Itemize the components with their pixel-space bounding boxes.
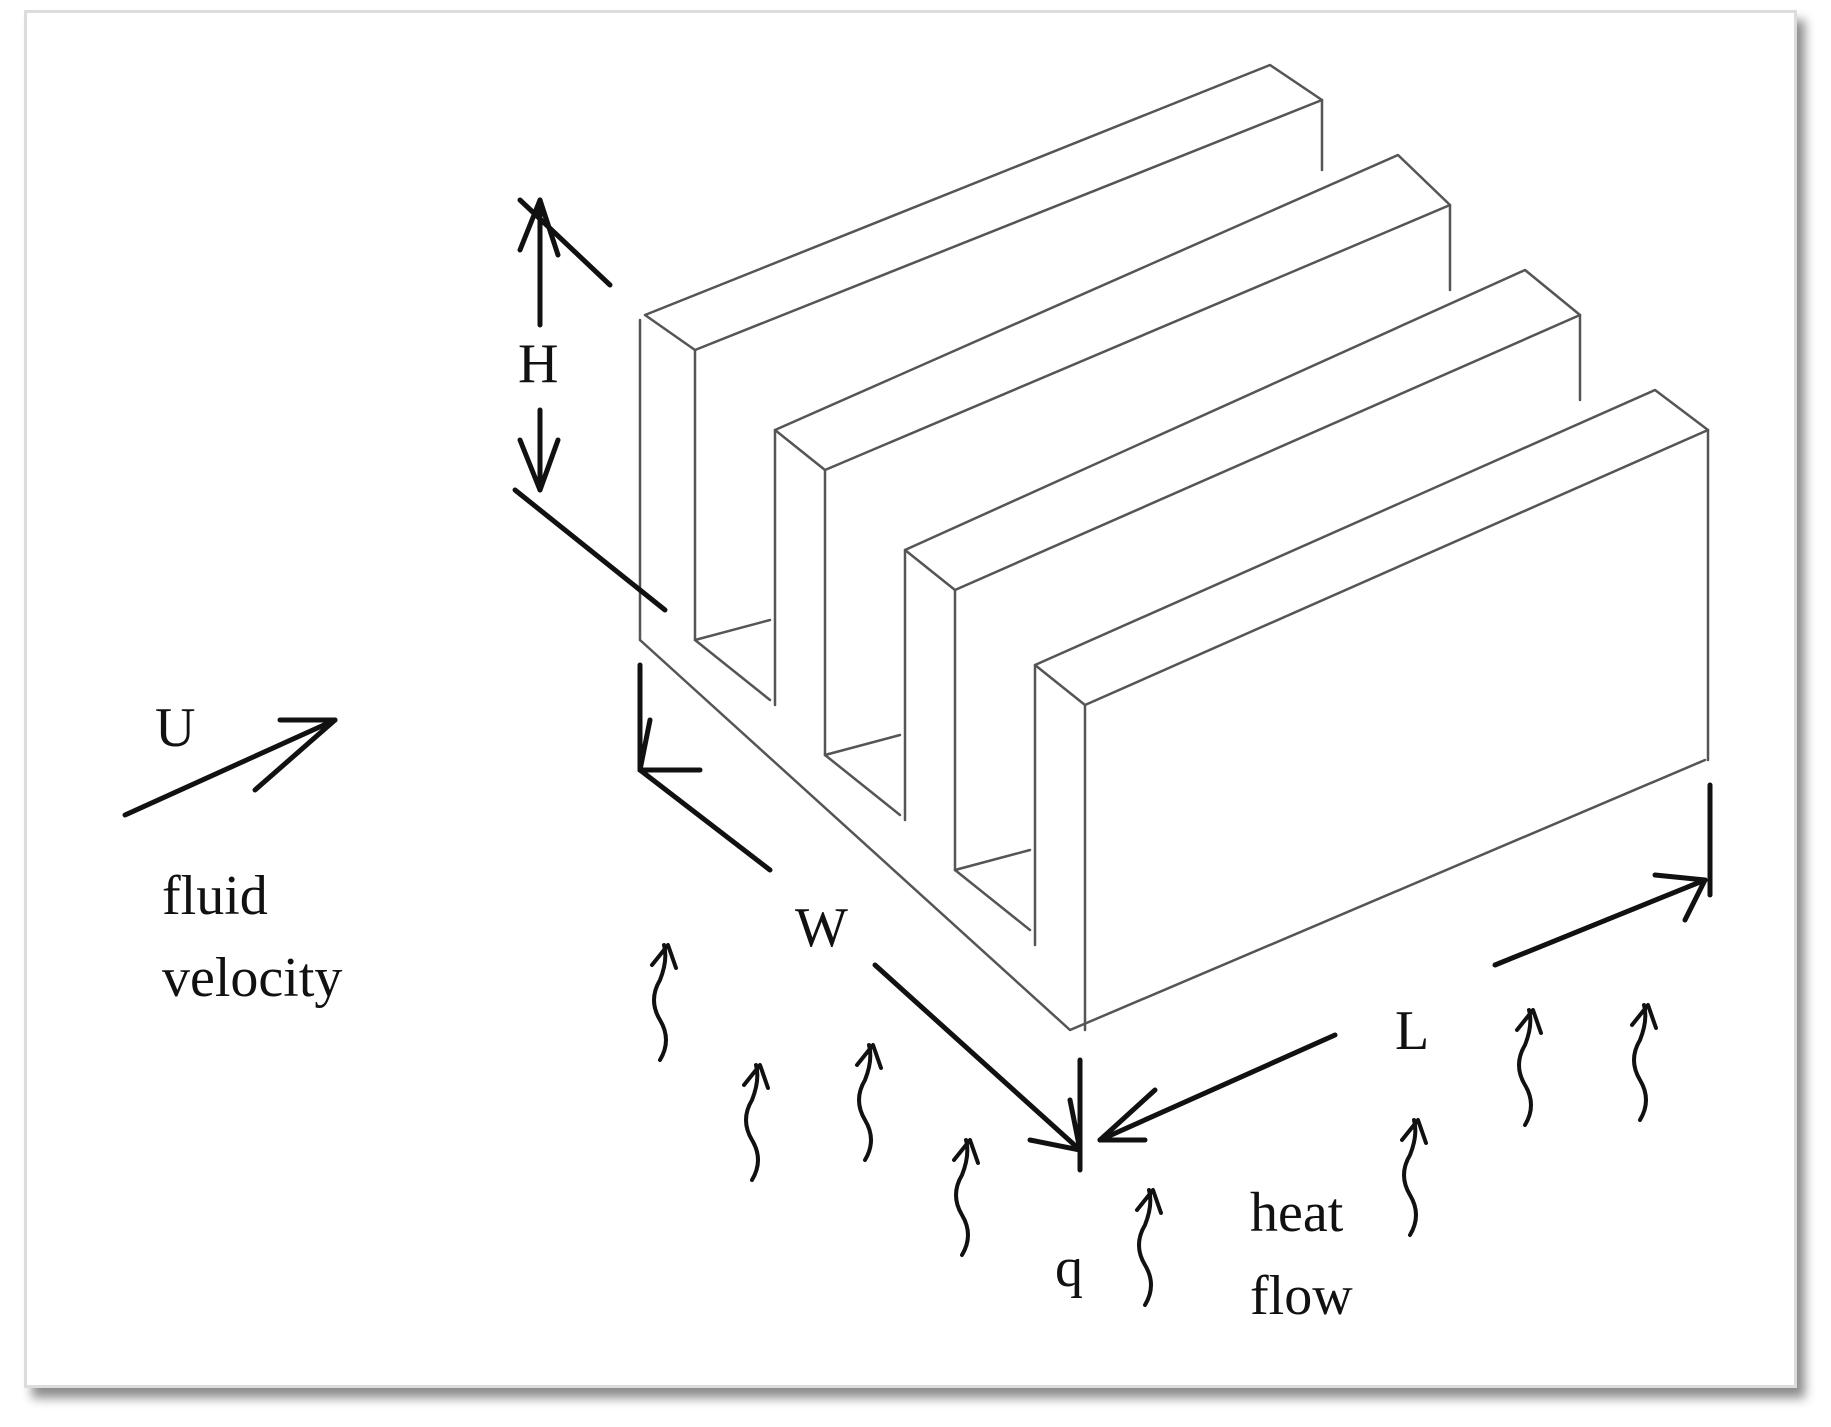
w-dimension-arrow: [637, 662, 1083, 1153]
velocity-label: velocity: [162, 947, 343, 1009]
fluid-label: fluid: [162, 865, 268, 927]
l-label: L: [1395, 1000, 1430, 1062]
u-label: U: [155, 697, 196, 759]
heat-arrow-3: [855, 1043, 883, 1162]
figure-frame: [24, 10, 1797, 1388]
heat-sink: [638, 63, 1710, 1032]
w-label: W: [795, 897, 848, 959]
heat-arrow-8: [1630, 1003, 1658, 1122]
h-dimension-arrow: [512, 197, 668, 613]
u-velocity-arrow: [122, 717, 338, 818]
flow-label: flow: [1250, 1265, 1353, 1327]
heat-arrow-1: [650, 943, 678, 1062]
dimension-arrows: [122, 197, 1713, 1173]
fin-3: [903, 268, 1582, 932]
heat-flow-arrows: [650, 943, 1658, 1307]
heat-label: heat: [1250, 1182, 1344, 1244]
h-label: H: [518, 333, 559, 395]
fin-1: [643, 63, 1324, 702]
fin-2: [773, 153, 1452, 817]
q-label: q: [1055, 1237, 1083, 1299]
heat-arrow-5: [1135, 1188, 1163, 1307]
fin-4: [1033, 388, 1710, 1032]
heat-arrow-7: [1515, 1008, 1543, 1127]
heat-arrow-6: [1400, 1118, 1428, 1237]
base-front-edge: [638, 638, 1707, 1032]
heat-arrow-4: [952, 1138, 980, 1257]
heat-arrow-2: [742, 1063, 770, 1182]
l-dimension-arrow: [1077, 782, 1713, 1173]
